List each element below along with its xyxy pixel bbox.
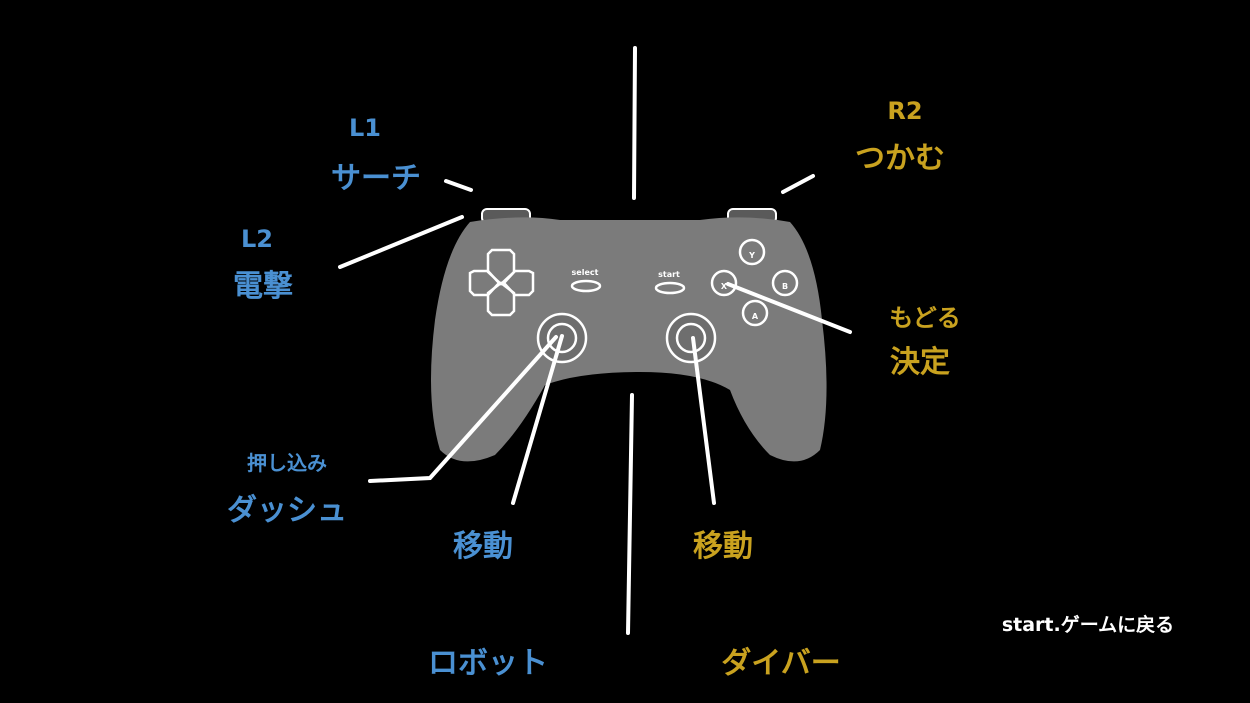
confirm-label: 決定 (890, 345, 950, 380)
svg-text:B: B (782, 282, 788, 291)
svg-text:X: X (721, 282, 728, 291)
l2-action-label: 電撃 (233, 269, 293, 304)
controller-body (431, 217, 827, 462)
svg-text:Y: Y (748, 251, 755, 260)
l-stick-press-label: 押し込み (247, 451, 327, 475)
leader-lines (338, 46, 852, 635)
l1-label: L1 (349, 114, 381, 142)
back-label: もどる (889, 304, 961, 332)
r2-action-label: つかむ (855, 141, 945, 176)
robot-label: ロボット (428, 646, 548, 681)
select-label: select (572, 268, 599, 277)
svg-text:A: A (752, 312, 759, 321)
face-buttons: Y X B A (710, 238, 799, 327)
dpad (468, 248, 535, 317)
return-to-game-hint: start.ゲームに戻る (1002, 613, 1174, 636)
dash-label: ダッシュ (227, 493, 347, 528)
right-move-label: 移動 (693, 529, 753, 564)
l1-action-label: サーチ (331, 161, 421, 196)
diver-label: ダイバー (721, 646, 840, 681)
start-label: start (658, 270, 680, 279)
divider-top (632, 46, 637, 200)
left-move-label: 移動 (453, 529, 513, 564)
select-button (570, 279, 602, 293)
start-button (654, 281, 686, 295)
divider-bottom (626, 393, 634, 635)
gamepad-illustration: select start Y X B A (431, 208, 827, 462)
l2-label: L2 (241, 225, 273, 253)
r2-label: R2 (887, 97, 922, 125)
